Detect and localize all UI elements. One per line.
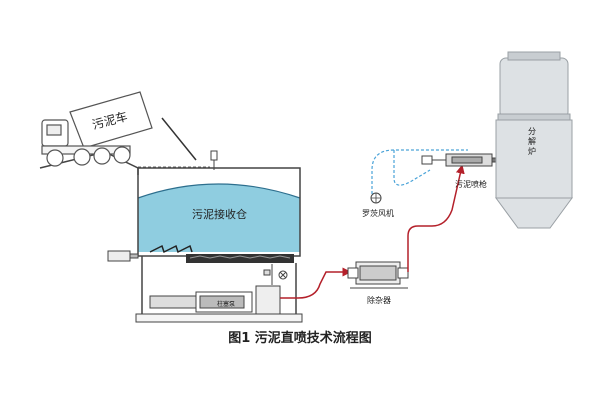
filter-label: 除杂器: [367, 295, 391, 305]
hatch-lever: [161, 117, 197, 161]
air-line-branch: [393, 150, 431, 186]
furnace-label-1: 分: [528, 127, 536, 136]
truck-wheel: [93, 147, 111, 165]
decomposition-furnace: [495, 51, 573, 229]
blower-label: 罗茨风机: [362, 208, 394, 218]
gun-label: 污泥喷枪: [455, 179, 487, 189]
sludge-spray-gun: [421, 153, 501, 167]
screw-thread: [189, 255, 291, 259]
furnace-label-2: 解: [528, 136, 536, 146]
screw-blades: [149, 244, 193, 254]
furnace-label-3: 炉: [528, 146, 536, 156]
figure-caption: 图1 污泥直喷技术流程图: [228, 331, 372, 346]
base-platform: [135, 313, 303, 323]
truck-wheel: [113, 146, 131, 164]
sludge-truck: [41, 91, 153, 167]
tank-sludge-fill: [138, 184, 300, 252]
truck-wheel: [73, 148, 91, 166]
impurity-filter: [347, 261, 409, 289]
level-sensor-icon: [210, 150, 218, 170]
truck-wheel: [46, 149, 64, 167]
plunger-pump: [149, 285, 281, 315]
receiving-tank: [137, 167, 301, 263]
tank-label: 污泥接收仓: [192, 207, 247, 221]
screw-motor: [107, 250, 139, 262]
truck-window: [46, 124, 62, 136]
truck-dump-body: [69, 91, 153, 149]
tank-sludge-surface: [137, 183, 301, 199]
roots-blower-icon: [370, 192, 382, 204]
sludge-pipe-pump-filter: [280, 267, 352, 299]
screw-conveyor: [186, 254, 294, 263]
sludge-pipe-filter-gun: [407, 164, 465, 272]
valve-icon: [263, 264, 288, 285]
pump-label: 柱塞泵: [217, 300, 235, 308]
